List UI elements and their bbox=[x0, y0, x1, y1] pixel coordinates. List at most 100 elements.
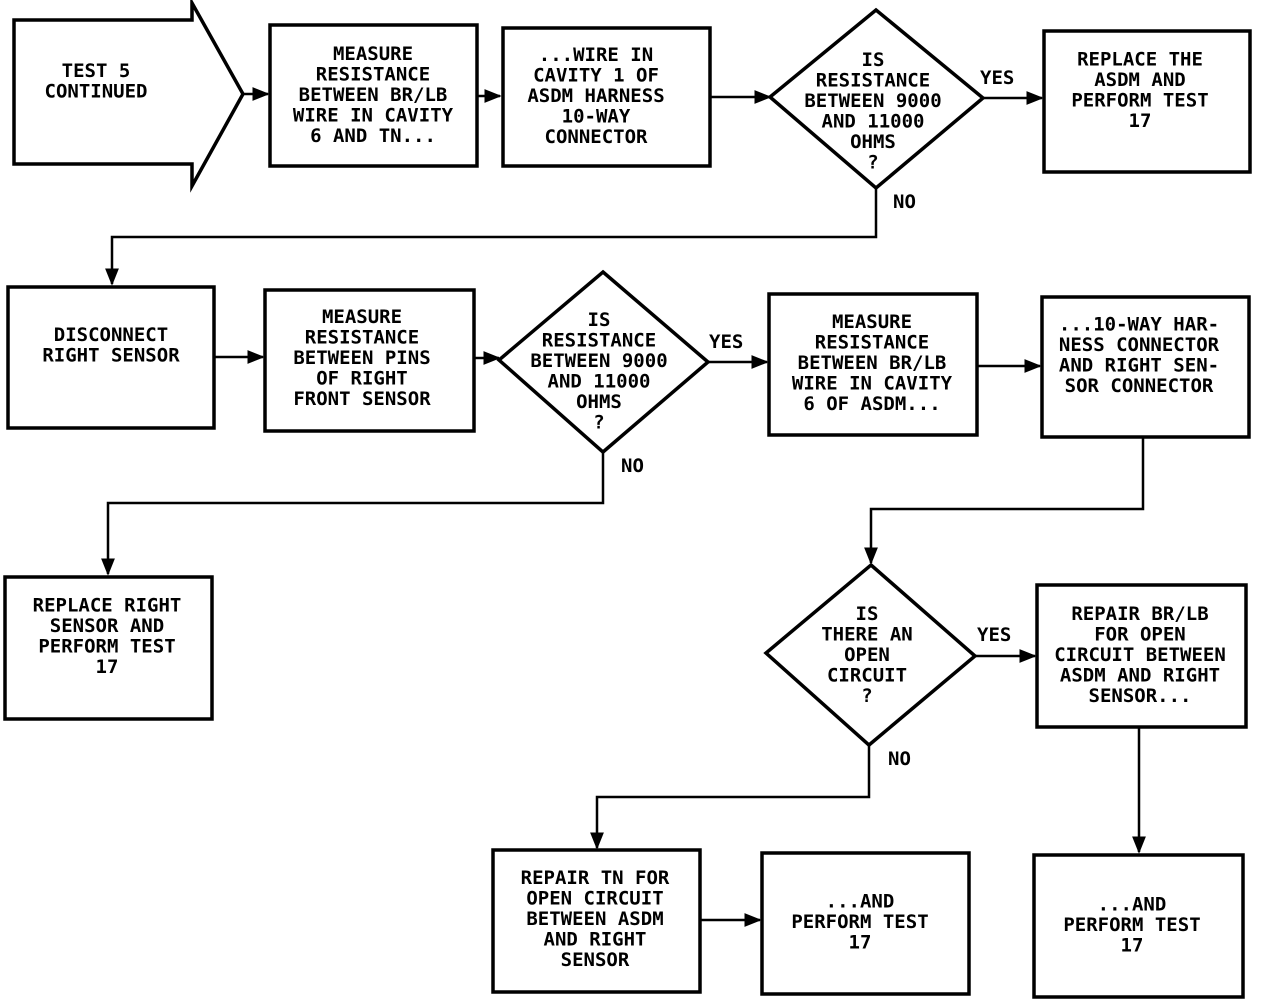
b2-line: CAVITY 1 OF bbox=[533, 65, 659, 87]
b5-line: RESISTANCE bbox=[305, 327, 419, 349]
d3-line: THERE AN bbox=[821, 624, 913, 646]
b1-line: BETWEEN BR/LB bbox=[299, 84, 448, 106]
b10-line: OPEN CIRCUIT bbox=[526, 888, 663, 910]
b10-line: REPAIR TN FOR bbox=[521, 867, 670, 889]
b3-line: ASDM AND bbox=[1094, 69, 1186, 91]
b6-line: BETWEEN BR/LB bbox=[798, 352, 947, 374]
d3-line: IS bbox=[856, 603, 879, 625]
b6-line: MEASURE bbox=[832, 311, 912, 333]
d1-no-label: NO bbox=[893, 191, 916, 213]
d1-line: ? bbox=[867, 151, 878, 173]
b3-line: REPLACE THE bbox=[1077, 48, 1203, 70]
b8-line: SENSOR AND bbox=[50, 615, 164, 637]
b1-line: 6 AND TN... bbox=[310, 125, 436, 147]
b6-line: RESISTANCE bbox=[815, 332, 929, 354]
d1-line: RESISTANCE bbox=[816, 69, 930, 91]
d3-no-label: NO bbox=[888, 748, 911, 770]
edge-d3-no-to-b10 bbox=[590, 745, 871, 850]
b11-line: PERFORM TEST bbox=[791, 911, 928, 933]
b7-line: ...10-WAY HAR- bbox=[1059, 313, 1219, 335]
b7-line: NESS CONNECTOR bbox=[1059, 334, 1220, 356]
b11-line: 17 bbox=[849, 932, 872, 954]
b8-line: PERFORM TEST bbox=[38, 635, 175, 657]
b9-line: CIRCUIT BETWEEN bbox=[1054, 644, 1226, 666]
b1-line: RESISTANCE bbox=[316, 64, 430, 86]
d2-line: BETWEEN 9000 bbox=[530, 350, 667, 372]
b7-line: SOR CONNECTOR bbox=[1065, 375, 1214, 397]
d1-yes-label: YES bbox=[980, 67, 1014, 89]
b7-line: AND RIGHT SEN- bbox=[1059, 354, 1219, 376]
b9-line: REPAIR BR/LB bbox=[1071, 603, 1208, 625]
d3-line: ? bbox=[861, 685, 872, 707]
edge-b7-to-d3 bbox=[864, 437, 1145, 565]
b10-line: SENSOR bbox=[561, 949, 630, 971]
b10-line: AND RIGHT bbox=[544, 929, 647, 951]
d3-yes-label: YES bbox=[977, 624, 1011, 646]
b6-line: WIRE IN CAVITY bbox=[792, 373, 953, 395]
d2-line: OHMS bbox=[576, 391, 622, 413]
b1-line: WIRE IN CAVITY bbox=[293, 105, 454, 127]
d1-line: AND 11000 bbox=[822, 110, 925, 132]
d2-line: IS bbox=[588, 309, 611, 331]
b12-line: 17 bbox=[1121, 935, 1144, 957]
d2-line: RESISTANCE bbox=[542, 329, 656, 351]
d1-line: IS bbox=[862, 49, 885, 71]
start-line: TEST 5 bbox=[62, 60, 131, 82]
d3-line: OPEN bbox=[844, 644, 890, 666]
b8-line: 17 bbox=[96, 656, 119, 678]
b2-line: ...WIRE IN bbox=[539, 44, 653, 66]
b2-line: 10-WAY bbox=[562, 106, 631, 128]
b9-line: ASDM AND RIGHT bbox=[1060, 665, 1220, 687]
b3-line: PERFORM TEST bbox=[1071, 89, 1208, 111]
d2-yes-label: YES bbox=[709, 331, 743, 353]
b11-line: ...AND bbox=[826, 891, 895, 913]
start-line: CONTINUED bbox=[45, 80, 148, 102]
b4-line: DISCONNECT bbox=[54, 324, 168, 346]
d1-line: BETWEEN 9000 bbox=[804, 90, 941, 112]
b12-line: ...AND bbox=[1098, 894, 1167, 916]
b1-line: MEASURE bbox=[333, 43, 413, 65]
d1-line: OHMS bbox=[850, 131, 896, 153]
b12-line: PERFORM TEST bbox=[1063, 914, 1200, 936]
b4-line: RIGHT SENSOR bbox=[42, 344, 180, 366]
d2-no-label: NO bbox=[621, 455, 644, 477]
b8-line: REPLACE RIGHT bbox=[33, 594, 182, 616]
b9-line: FOR OPEN bbox=[1094, 624, 1186, 646]
b2-line: CONNECTOR bbox=[545, 126, 649, 148]
b10-line: BETWEEN ASDM bbox=[526, 908, 663, 930]
connectors bbox=[101, 87, 1146, 927]
d3-line: CIRCUIT bbox=[827, 665, 907, 687]
b9-line: SENSOR... bbox=[1089, 685, 1192, 707]
b6-line: 6 OF ASDM... bbox=[803, 393, 940, 415]
edge-d1-no-to-b4 bbox=[105, 188, 878, 286]
